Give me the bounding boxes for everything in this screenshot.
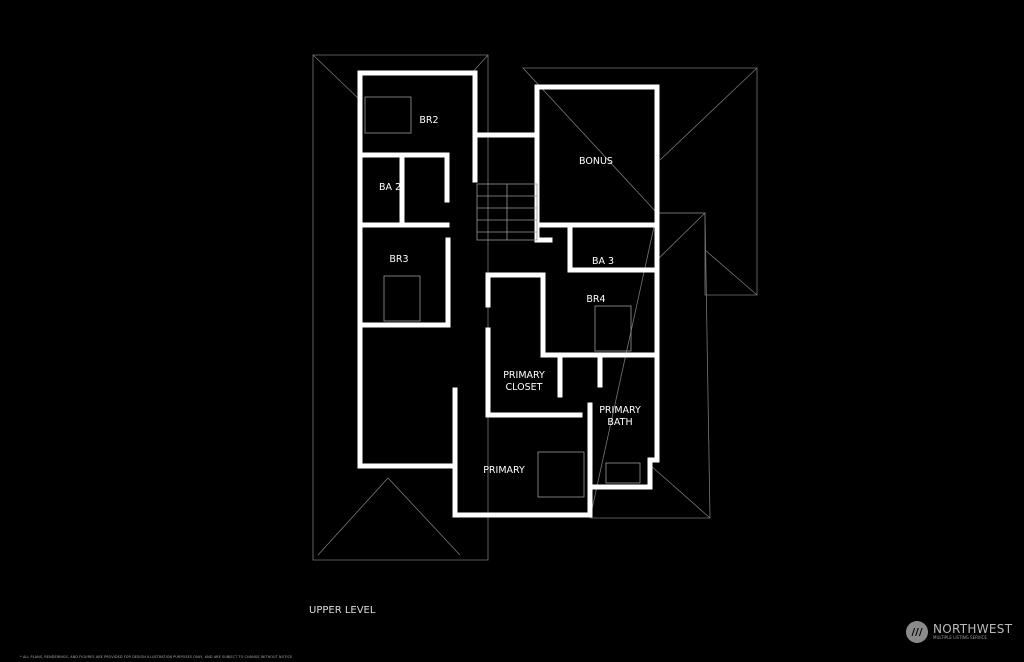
room-label-primary-closet: PRIMARY	[503, 370, 545, 381]
logo-name: NORTHWEST	[933, 622, 1013, 636]
room-label-primary-bath: PRIMARY	[599, 405, 641, 416]
room-label-br4: BR4	[586, 294, 605, 305]
nwmls-logo: /// NORTHWEST MULTIPLE LISTING SERVICE	[906, 621, 1012, 643]
walls	[357, 70, 660, 518]
room-label-primary-bath-2: BATH	[607, 417, 632, 428]
beds	[364, 96, 641, 498]
room-label-ba2: BA 2	[379, 182, 401, 193]
stairs	[476, 183, 538, 241]
room-label-br3: BR3	[389, 254, 408, 265]
room-label-bonus: BONUS	[579, 156, 613, 167]
disclaimer-text: * ALL PLANS, RENDERINGS, AND FIGURES ARE…	[20, 655, 293, 659]
logo-subtitle: MULTIPLE LISTING SERVICE	[933, 635, 987, 640]
room-label-primary-closet-2: CLOSET	[506, 382, 543, 393]
room-label-ba3: BA 3	[592, 256, 614, 267]
room-label-primary: PRIMARY	[483, 465, 525, 476]
roof-outlines	[312, 54, 758, 561]
room-label-br2: BR2	[419, 115, 438, 126]
nwmls-logo-icon: ///	[906, 621, 928, 643]
level-label: UPPER LEVEL	[309, 605, 376, 616]
